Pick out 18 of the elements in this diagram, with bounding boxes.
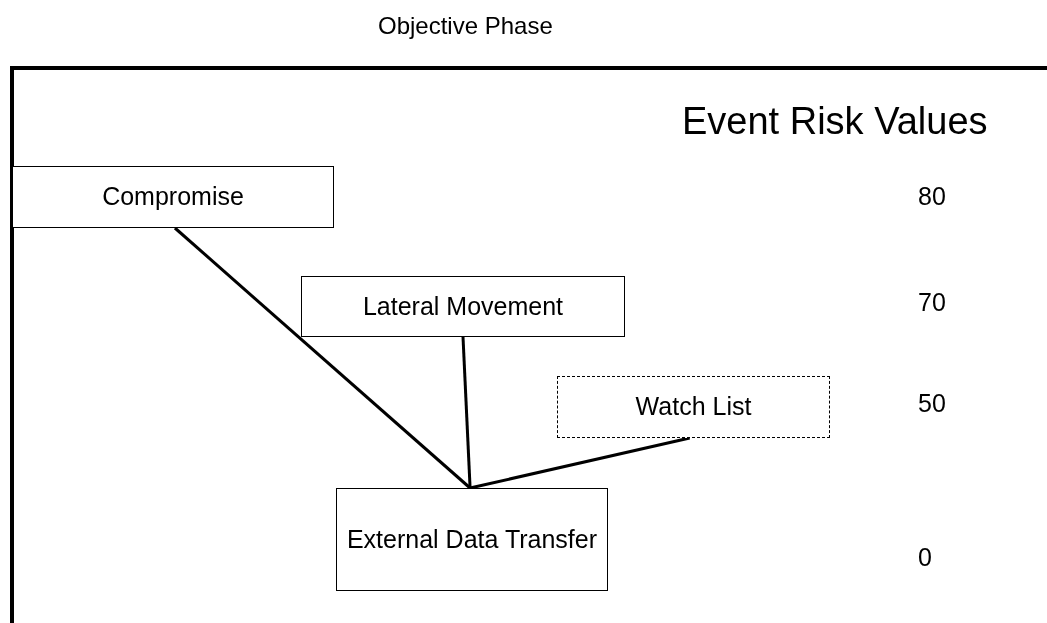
risk-value: 0 xyxy=(918,543,932,572)
node-label: Lateral Movement xyxy=(361,290,565,322)
column-heading: Event Risk Values xyxy=(682,100,988,143)
process-box xyxy=(12,166,334,228)
connector-line xyxy=(173,226,472,490)
node-label: Compromise xyxy=(101,181,245,213)
risk-value: 70 xyxy=(918,288,946,317)
risk-value: 50 xyxy=(918,389,946,418)
risk-value: 80 xyxy=(918,182,946,211)
node-label: Watch List xyxy=(634,391,753,423)
process-box xyxy=(301,276,625,337)
process-box xyxy=(336,488,608,591)
diagram-title: Objective Phase xyxy=(378,12,553,40)
phase-frame xyxy=(10,66,1047,623)
connector-line xyxy=(469,436,690,490)
connector-line xyxy=(461,336,472,489)
node-label: External Data Transfer xyxy=(345,523,599,555)
process-box xyxy=(557,376,830,438)
